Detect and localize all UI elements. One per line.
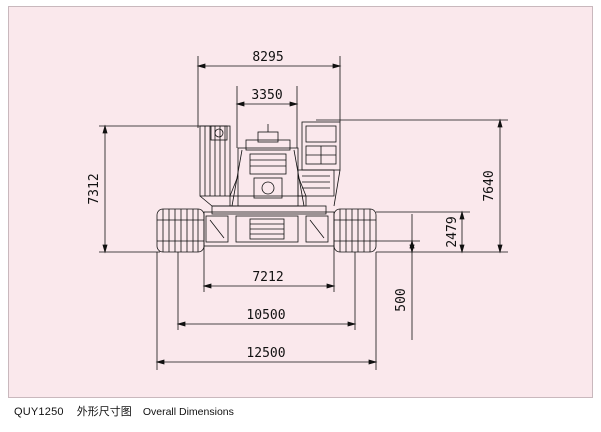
dimension-ground-clearance — [376, 214, 420, 340]
label-right-height: 7640 — [482, 170, 497, 201]
left-crawler-track — [156, 208, 205, 253]
label-ground-clearance: 500 — [394, 288, 409, 311]
superstructure — [229, 124, 307, 207]
model-name: QUY1250 — [14, 406, 64, 418]
dimension-track-gauge-inner — [202, 246, 336, 292]
dimension-left-height — [99, 124, 216, 254]
drawing-frame — [8, 6, 593, 398]
operator-cab — [297, 121, 341, 207]
dimension-overall-width — [196, 56, 342, 128]
label-body-height: 2479 — [445, 216, 460, 247]
label-overall-track-width: 12500 — [246, 346, 285, 361]
figure-caption: QUY1250 外形尺寸图 Overall Dimensions — [14, 403, 234, 419]
dimension-right-height — [316, 118, 508, 254]
right-crawler-track — [333, 208, 377, 253]
left-counterweight — [199, 125, 236, 207]
carbody — [203, 205, 335, 247]
dimension-upper-width — [235, 86, 299, 148]
dimension-overall-track-width — [155, 252, 378, 370]
caption-title-en: Overall Dimensions — [142, 406, 234, 418]
label-upper-width: 3350 — [251, 88, 282, 103]
crane-front-view — [156, 121, 377, 253]
caption-title-cn: 外形尺寸图 — [76, 405, 132, 418]
label-overall-width: 8295 — [252, 50, 283, 65]
label-track-gauge-inner: 7212 — [252, 270, 283, 285]
dimension-body-height — [376, 210, 470, 254]
label-track-span: 10500 — [246, 308, 285, 323]
label-left-height: 7312 — [87, 173, 102, 204]
dimension-track-span — [176, 252, 357, 330]
